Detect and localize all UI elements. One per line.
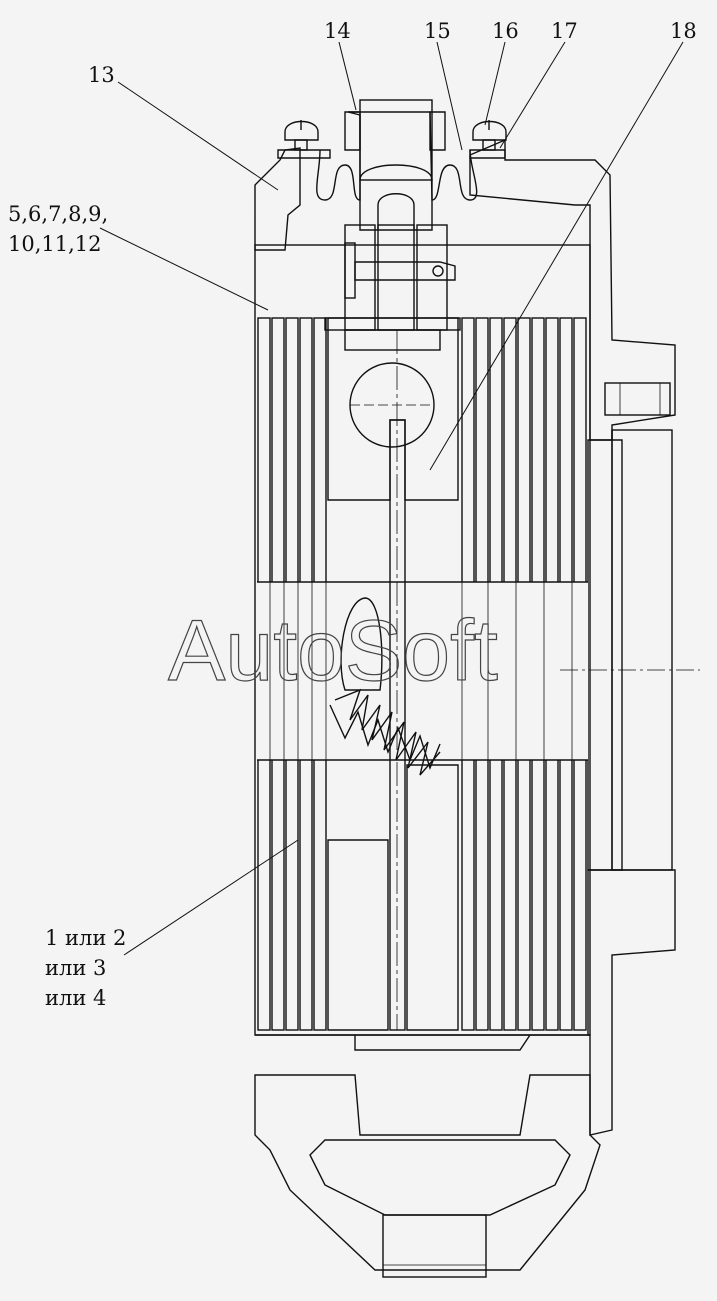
housing-bottom — [254, 1074, 601, 1271]
label-17: 17 — [551, 19, 578, 43]
drain-port — [382, 1214, 487, 1278]
label-13: 13 — [88, 63, 115, 87]
filter-element — [254, 244, 591, 1051]
label-1-or-2: 1 или 2 — [45, 926, 126, 950]
housing-right-wall — [587, 439, 623, 871]
label-10-12: 10,11,12 — [8, 232, 102, 256]
housing-right-lower — [587, 869, 676, 1136]
watermark-text: AutoSoft — [168, 603, 498, 699]
callout-labels: 13 14 15 16 17 18 5,6,7,8,9, 10,11,12 1 … — [8, 19, 697, 1010]
center-rod — [389, 419, 406, 1031]
label-5-9: 5,6,7,8,9, — [8, 202, 108, 226]
housing-top-right — [469, 138, 676, 441]
label-18: 18 — [670, 19, 697, 43]
spring — [329, 688, 441, 776]
leader-lines — [99, 41, 684, 956]
screw-left — [284, 120, 319, 151]
housing — [254, 138, 676, 1278]
label-or-3: или 3 — [45, 956, 106, 980]
valve-seat-block — [327, 317, 459, 501]
label-15: 15 — [424, 19, 451, 43]
label-16: 16 — [492, 19, 519, 43]
label-14: 14 — [324, 19, 351, 43]
cover-assembly — [277, 99, 507, 331]
bellows-membrane — [316, 111, 478, 201]
housing-bottom-cavity — [309, 1139, 571, 1216]
label-or-4: или 4 — [45, 986, 106, 1010]
housing-left-wall — [254, 147, 301, 251]
